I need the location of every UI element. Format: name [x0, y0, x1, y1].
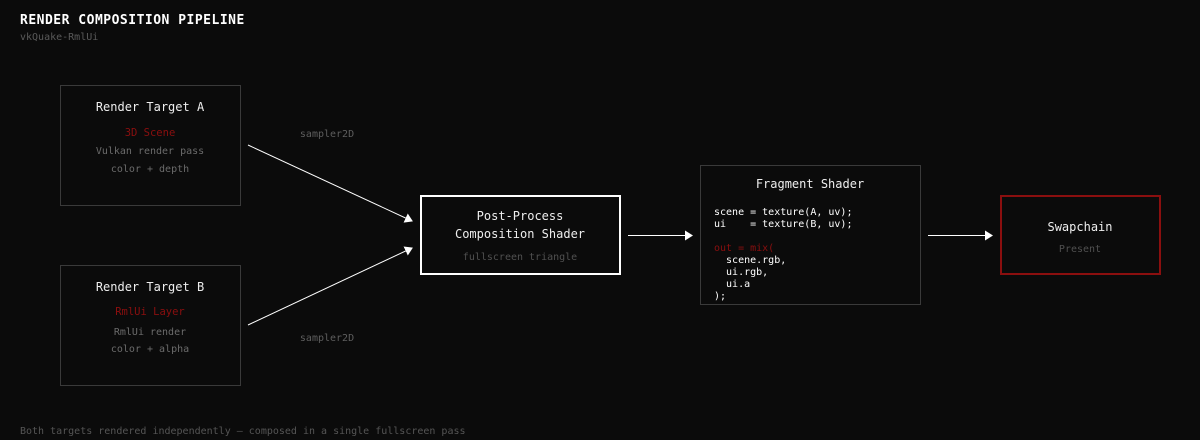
node-detail: color + alpha: [111, 344, 189, 355]
code-line: scene.rgb,: [714, 255, 786, 266]
node-accent-label: 3D Scene: [125, 127, 176, 139]
node-composition-shader: Post-Process Composition Shader fullscre…: [420, 195, 621, 275]
code-line: ui = texture(B, uv);: [714, 219, 852, 230]
arrow-a-to-composition: [247, 144, 413, 223]
node-detail: Present: [1059, 244, 1101, 255]
code-line: ui.a: [714, 279, 750, 290]
node-swapchain: Swapchain Present: [1000, 195, 1161, 275]
code-line: );: [714, 291, 726, 302]
node-fragment-shader-box: [700, 165, 921, 305]
edge-label-b: sampler2D: [300, 333, 354, 344]
code-line: ui.rgb,: [714, 267, 768, 278]
code-line: scene = texture(A, uv);: [714, 207, 852, 218]
node-fragment-shader: Fragment Shader scene = texture(A, uv); …: [700, 165, 921, 305]
node-render-target-b-box: [60, 265, 241, 386]
arrow-b-to-composition: [247, 246, 413, 326]
node-render-target-a-box: [60, 85, 241, 206]
node-composition-shader-box: [420, 195, 621, 275]
node-title: Fragment Shader: [756, 177, 864, 191]
node-detail: Vulkan render pass: [96, 146, 204, 157]
node-swapchain-box: [1000, 195, 1161, 275]
node-render-target-b: Render Target B RmlUi Layer RmlUi render…: [60, 265, 241, 386]
code-block: scene = texture(A, uv); ui = texture(B, …: [714, 207, 852, 302]
node-detail: RmlUi render: [114, 327, 186, 338]
node-title: Render Target B: [96, 280, 204, 294]
node-title: Swapchain: [1047, 220, 1112, 234]
node-title-line-2: Composition Shader: [455, 227, 585, 241]
node-title-line-1: Post-Process: [477, 209, 564, 223]
node-detail: fullscreen triangle: [463, 252, 577, 263]
node-title: Render Target A: [96, 100, 205, 114]
node-detail: color + depth: [111, 164, 189, 175]
code-line-highlight: out = mix(: [714, 243, 774, 254]
footer-note: Both targets rendered independently — co…: [20, 426, 466, 437]
node-accent-label: RmlUi Layer: [115, 306, 185, 318]
node-render-target-a: Render Target A 3D Scene Vulkan render p…: [60, 85, 241, 206]
diagram-title: RENDER COMPOSITION PIPELINE: [20, 13, 245, 28]
edge-label-a: sampler2D: [300, 129, 354, 140]
diagram-subtitle: vkQuake-RmlUi: [20, 32, 98, 43]
